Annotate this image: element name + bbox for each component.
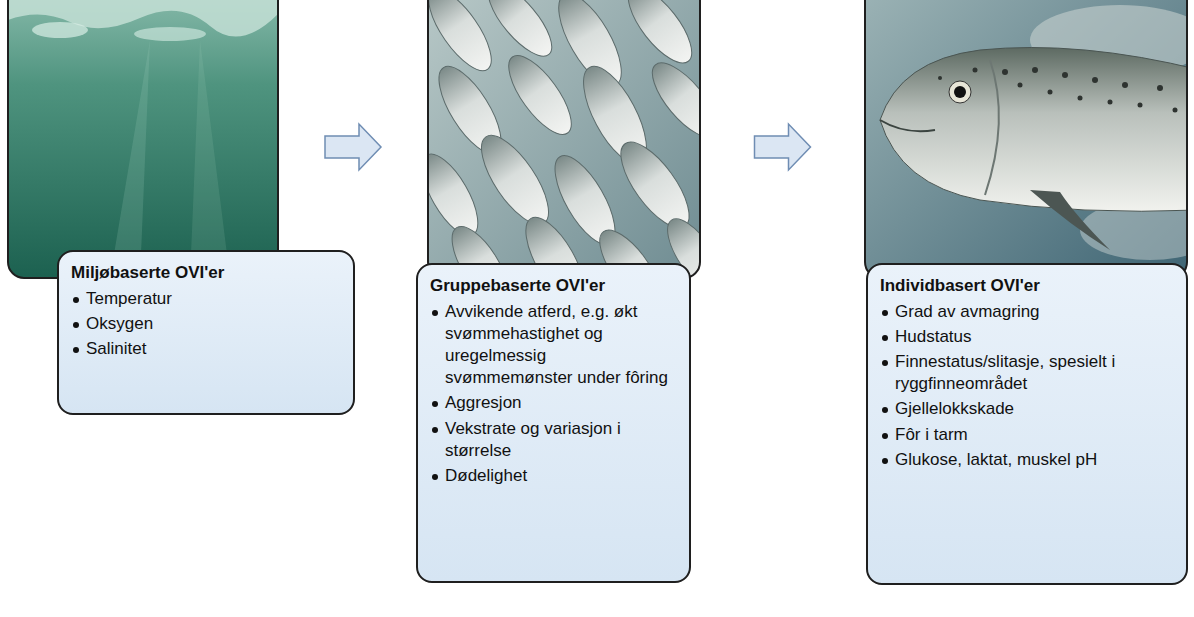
bullet-dot <box>73 297 79 303</box>
ovi-box: Miljøbaserte OVI'erTemperaturOksygenSali… <box>57 250 355 415</box>
block-arrow <box>325 124 381 170</box>
bullet-text: Temperatur <box>86 288 172 310</box>
bullet-text: Salinitet <box>86 338 146 360</box>
bullet-dot <box>73 347 79 353</box>
ovi-box: Individbasert OVI'erGrad av avmagringHud… <box>866 263 1188 585</box>
ovi-box: Gruppebaserte OVI'erAvvikende atferd, e.… <box>416 263 691 583</box>
bullet-row: Avvikende atferd, e.g. økt svømmehastigh… <box>430 301 677 389</box>
bullet-dot <box>882 433 888 439</box>
bullet-row: Glukose, laktat, muskel pH <box>880 449 1174 471</box>
box-heading: Individbasert OVI'er <box>880 275 1174 297</box>
bullet-text: Grad av avmagring <box>895 301 1040 323</box>
bullet-row: Dødelighet <box>430 465 677 487</box>
salmon-photo <box>865 0 1187 278</box>
bullet-row: Salinitet <box>71 338 341 360</box>
bullet-dot <box>432 474 438 480</box>
bullet-dot <box>432 401 438 407</box>
bullet-dot <box>882 407 888 413</box>
bullet-dot <box>432 310 438 316</box>
bullet-row: Temperatur <box>71 288 341 310</box>
bullet-row: Finnestatus/slitasje, spesielt i ryggfin… <box>880 351 1174 395</box>
bullet-row: Gjellelokkskade <box>880 398 1174 420</box>
bullet-row: Aggresjon <box>430 392 677 414</box>
bullet-text: Gjellelokkskade <box>895 398 1014 420</box>
bullet-dot <box>432 427 438 433</box>
bullet-dot <box>882 310 888 316</box>
bullet-text: Fôr i tarm <box>895 424 968 446</box>
bullet-text: Avvikende atferd, e.g. økt svømmehastigh… <box>445 301 677 389</box>
water-photo <box>8 0 278 278</box>
bullet-row: Grad av avmagring <box>880 301 1174 323</box>
bullet-dot <box>882 360 888 366</box>
block-arrow <box>755 124 811 170</box>
bullet-text: Dødelighet <box>445 465 527 487</box>
box-heading: Miljøbaserte OVI'er <box>71 262 341 284</box>
bullet-text: Oksygen <box>86 313 153 335</box>
bullet-text: Glukose, laktat, muskel pH <box>895 449 1097 471</box>
bullet-row: Hudstatus <box>880 326 1174 348</box>
bullet-row: Fôr i tarm <box>880 424 1174 446</box>
bullet-dot <box>73 322 79 328</box>
bullet-dot <box>882 458 888 464</box>
bullet-dot <box>882 335 888 341</box>
box-heading: Gruppebaserte OVI'er <box>430 275 677 297</box>
bullet-text: Aggresjon <box>445 392 522 414</box>
bullet-text: Vekstrate og variasjon i størrelse <box>445 418 677 462</box>
bullet-row: Oksygen <box>71 313 341 335</box>
fish-school-photo <box>428 0 700 278</box>
bullet-text: Hudstatus <box>895 326 972 348</box>
bullet-row: Vekstrate og variasjon i størrelse <box>430 418 677 462</box>
bullet-text: Finnestatus/slitasje, spesielt i ryggfin… <box>895 351 1174 395</box>
